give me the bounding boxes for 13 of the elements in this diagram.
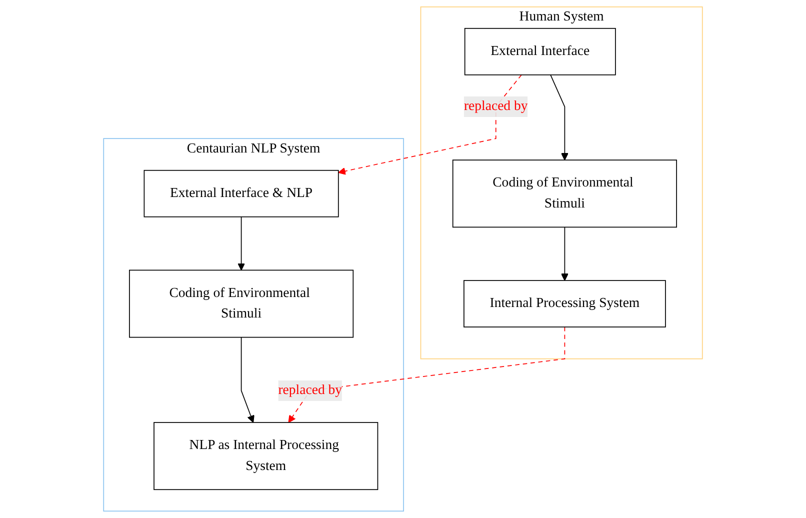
edge-label: replaced by [464,98,528,114]
node-box: Coding of Environmental Stimuli [452,160,677,228]
arrow [238,216,246,271]
arrow [240,336,254,423]
node-box: External Interface [464,28,616,76]
node-box: External Interface & NLP [144,170,339,218]
arrow [560,226,568,281]
node-box: NLP as Internal Processing System [154,422,378,490]
edge-label: replaced by [278,382,342,398]
node-box: Internal Processing System [464,280,666,328]
arrow [338,74,522,175]
node-box: Coding of Environmental Stimuli [129,270,354,338]
arrow [550,74,568,160]
